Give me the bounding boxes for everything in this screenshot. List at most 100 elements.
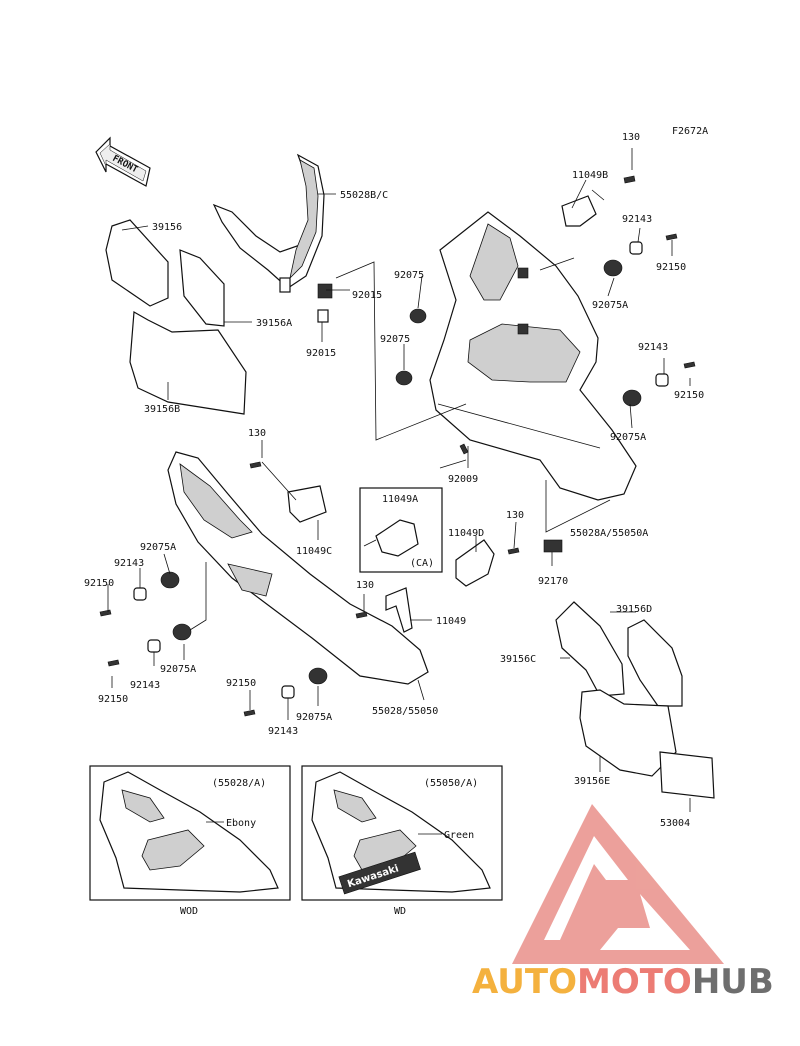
callout-92015-b: 92015 (306, 348, 336, 359)
watermark-logo-icon (512, 804, 724, 964)
screw-92150-a (665, 233, 678, 241)
callout-92075-b: 92075 (380, 334, 410, 345)
grommet-92075a-a (603, 259, 623, 277)
callout-53004: 53004 (660, 818, 690, 829)
bracket-92015-upper (279, 277, 291, 293)
callout-39156e: 39156E (574, 776, 610, 787)
collar-92143-d (147, 639, 161, 653)
callout-92075a-b: 92075A (610, 432, 646, 443)
callout-92150-e: 92150 (226, 678, 256, 689)
inset-right-caption: WD (394, 906, 406, 917)
inset-left-color: Ebony (226, 818, 256, 829)
grommet-92075a-d (172, 623, 192, 641)
callout-92150-a: 92150 (656, 262, 686, 273)
callout-39156: 39156 (152, 222, 182, 233)
callout-92143-e: 92143 (268, 726, 298, 737)
inner-panel-39156d (627, 619, 683, 707)
inner-panel-39156c (555, 601, 625, 697)
grommet-92075a-e (308, 667, 328, 685)
callout-92009: 92009 (448, 474, 478, 485)
callout-55028a: 55028A/55050A (570, 528, 648, 539)
watermark-text: AUTOMOTOHUB (472, 962, 774, 1002)
grommet-92075a-c (160, 571, 180, 589)
inset-left: (55028/A) Ebony WOD (89, 765, 291, 917)
callout-92143-c: 92143 (114, 558, 144, 569)
callout-92075-a: 92075 (394, 270, 424, 281)
watermark-part-moto: MOTO (576, 962, 692, 1002)
pad-53004 (659, 751, 715, 799)
callout-130-low: 130 (356, 580, 374, 591)
inset-right: Kawasaki (55050/A) Green WD (301, 765, 503, 917)
callout-11049c: 11049C (296, 546, 332, 557)
screw-92150-e (243, 709, 256, 717)
callout-39156b: 39156B (144, 404, 180, 415)
inset-right-color: Green (444, 830, 474, 841)
side-cowl-upper (429, 211, 637, 501)
callout-92015-a: 92015 (352, 290, 382, 301)
collar-92143-e (281, 685, 295, 699)
clip-92015-b (317, 309, 329, 323)
upper-cowl (212, 153, 333, 323)
bracket-11049c (287, 485, 327, 523)
callout-92150-c: 92150 (84, 578, 114, 589)
bracket-11049 (385, 587, 413, 633)
callout-11049: 11049 (436, 616, 466, 627)
inner-panel-39156b (129, 311, 247, 415)
inner-panel-39156a (179, 249, 225, 327)
callout-11049a: 11049A (382, 494, 418, 505)
collar-92143-b (655, 373, 669, 387)
callout-92075a-d: 92075A (160, 664, 196, 675)
callout-92075a-a: 92075A (592, 300, 628, 311)
callout-130-mid: 130 (248, 428, 266, 439)
leader-lines (107, 148, 691, 812)
inset-left-code: (55028/A) (212, 778, 266, 789)
inset-left-caption: WOD (180, 906, 198, 917)
bolt-130-mid (249, 461, 262, 469)
inner-panel-39156 (105, 219, 247, 415)
clip-92170 (543, 539, 563, 553)
callout-92143-d: 92143 (130, 680, 160, 691)
grommet-92075-b (395, 370, 413, 386)
callout-labels: 130 11049B 92143 92150 55028B/C 92075 92… (84, 132, 704, 829)
callout-92143-b: 92143 (638, 342, 668, 353)
figure-code: F2672A (672, 126, 708, 137)
callout-55028-55050: 55028/55050 (372, 706, 438, 717)
callout-39156a: 39156A (256, 318, 292, 329)
bracket-11049d (455, 539, 495, 587)
callout-11049b: 11049B (572, 170, 608, 181)
bracket-11049b (561, 195, 597, 227)
inner-panels-right (555, 601, 715, 799)
screw-92150-c (99, 609, 112, 617)
grommet-92075-a (409, 308, 427, 324)
bolt-130-top (623, 175, 636, 184)
collar-92143-a (629, 241, 643, 255)
bolt-130-low (355, 611, 368, 619)
inset-box-11049a (359, 487, 443, 573)
front-arrow-icon: FRONT (95, 136, 151, 187)
callout-92075a-e: 92075A (296, 712, 332, 723)
bolt-130-right (507, 547, 520, 555)
clip-92015-a (317, 283, 333, 299)
callout-55028b: 55028B/C (340, 190, 388, 201)
screw-92150-d (107, 659, 120, 667)
callout-11049d: 11049D (448, 528, 484, 539)
callout-92170: 92170 (538, 576, 568, 587)
inset-right-code: (55050/A) (424, 778, 478, 789)
callout-39156c: 39156C (500, 654, 536, 665)
callout-92143-a: 92143 (622, 214, 652, 225)
grommet-92075a-b (622, 389, 642, 407)
callout-92150-d: 92150 (98, 694, 128, 705)
callout-130-right: 130 (506, 510, 524, 521)
callout-11049a-ca: (CA) (410, 558, 434, 569)
lower-cowl (167, 451, 429, 685)
callout-92075a-c: 92075A (140, 542, 176, 553)
callout-130-top: 130 (622, 132, 640, 143)
watermark-part-auto: AUTO (472, 962, 577, 1002)
callout-92150-b: 92150 (674, 390, 704, 401)
watermark-part-hub: HUB (691, 962, 774, 1002)
screw-92009 (459, 443, 469, 455)
screw-92150-b (683, 361, 696, 369)
callout-39156d: 39156D (616, 604, 652, 615)
collar-92143-c (133, 587, 147, 601)
